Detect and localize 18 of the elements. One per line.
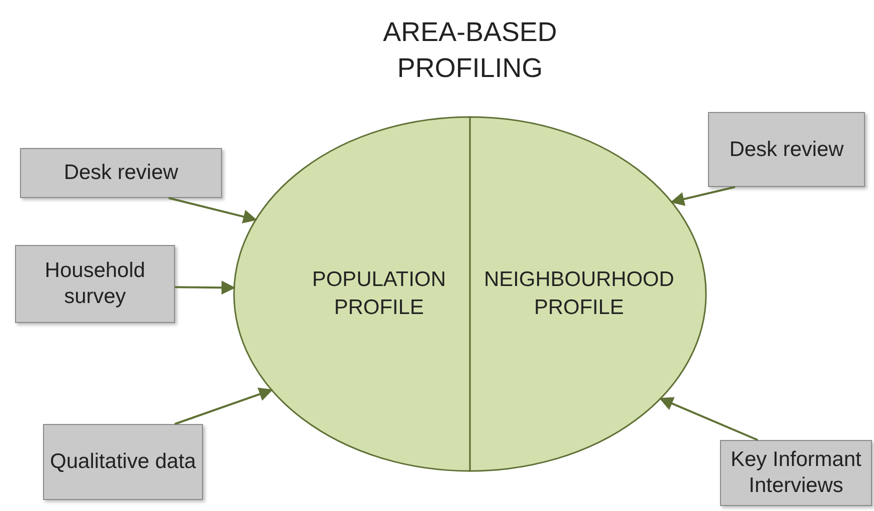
node-label: NEIGHBOURHOOD PROFILE: [484, 267, 674, 321]
arrow: [168, 197, 258, 224]
arrow: [670, 186, 736, 206]
source-box: [15, 245, 175, 323]
arrow: [174, 280, 236, 295]
arrow: [659, 397, 758, 441]
node-label: Qualitative data: [50, 449, 196, 475]
source-box: [20, 148, 222, 198]
node-label: Desk review: [64, 160, 178, 186]
source-box: [708, 112, 865, 187]
node-label: Key Informant Interviews: [730, 447, 862, 499]
diagram-title: AREA-BASED PROFILING: [382, 16, 558, 85]
arrow: [174, 388, 274, 425]
node-label: Desk review: [729, 136, 844, 162]
node-label: POPULATION PROFILE: [311, 267, 447, 321]
source-box: [43, 424, 203, 500]
node-label: Household survey: [44, 258, 146, 310]
source-box: [720, 440, 872, 506]
